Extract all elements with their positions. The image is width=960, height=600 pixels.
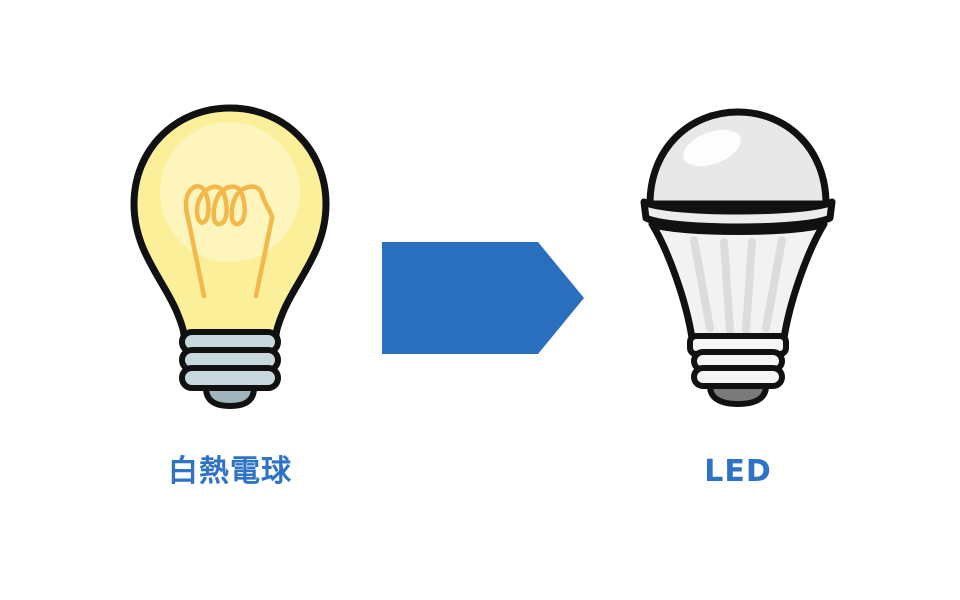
incandescent-label: 白熱電球 <box>168 454 292 489</box>
bulb-base <box>179 329 281 409</box>
led-label: LED <box>704 454 772 489</box>
right-arrow-icon <box>382 242 584 354</box>
led-base <box>687 333 789 407</box>
led-bulb-icon <box>640 108 836 407</box>
led-stripes <box>690 236 786 334</box>
incandescent-bulb-icon <box>130 104 330 409</box>
led-dome <box>646 108 830 208</box>
filament <box>183 184 275 299</box>
led-collar <box>640 198 836 231</box>
led-body <box>648 220 828 342</box>
